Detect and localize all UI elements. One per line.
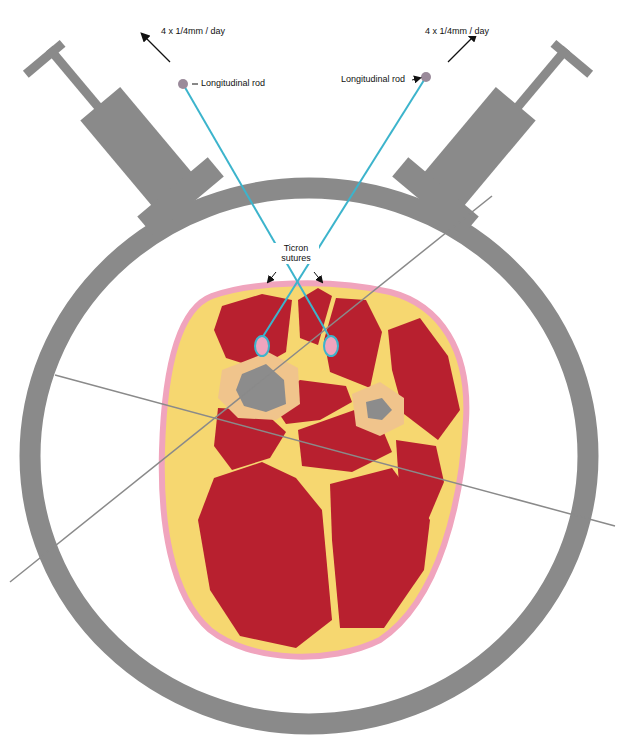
tibia <box>236 364 286 412</box>
rod-nut <box>178 79 188 89</box>
transfixion-wire <box>10 196 492 582</box>
suture-loop <box>255 336 269 356</box>
rate-label: 4 x 1/4mm / day <box>160 26 226 36</box>
leader-line <box>314 272 322 282</box>
direction-arrow <box>142 34 170 62</box>
fibula <box>366 398 392 420</box>
rate-label: 4 x 1/4mm / day <box>424 26 490 36</box>
ticron-suture <box>262 77 426 338</box>
leader-line <box>192 84 198 85</box>
right-clamp <box>392 16 597 236</box>
part-label: Ticron sutures <box>273 243 319 264</box>
leader-line <box>268 272 276 282</box>
periosteum <box>352 382 404 436</box>
fixator-ring <box>30 188 588 724</box>
rod-nut <box>421 72 431 82</box>
left-clamp <box>18 16 223 236</box>
leader-line <box>412 78 420 80</box>
part-label: Longitudinal rod <box>340 74 406 84</box>
ticron-suture <box>183 84 330 338</box>
muscles <box>198 288 460 648</box>
transfixion-wire <box>55 375 615 526</box>
periosteum <box>218 352 300 420</box>
suture-loop <box>324 336 338 356</box>
direction-arrow <box>448 34 476 62</box>
part-label: Longitudinal rod <box>200 78 266 88</box>
